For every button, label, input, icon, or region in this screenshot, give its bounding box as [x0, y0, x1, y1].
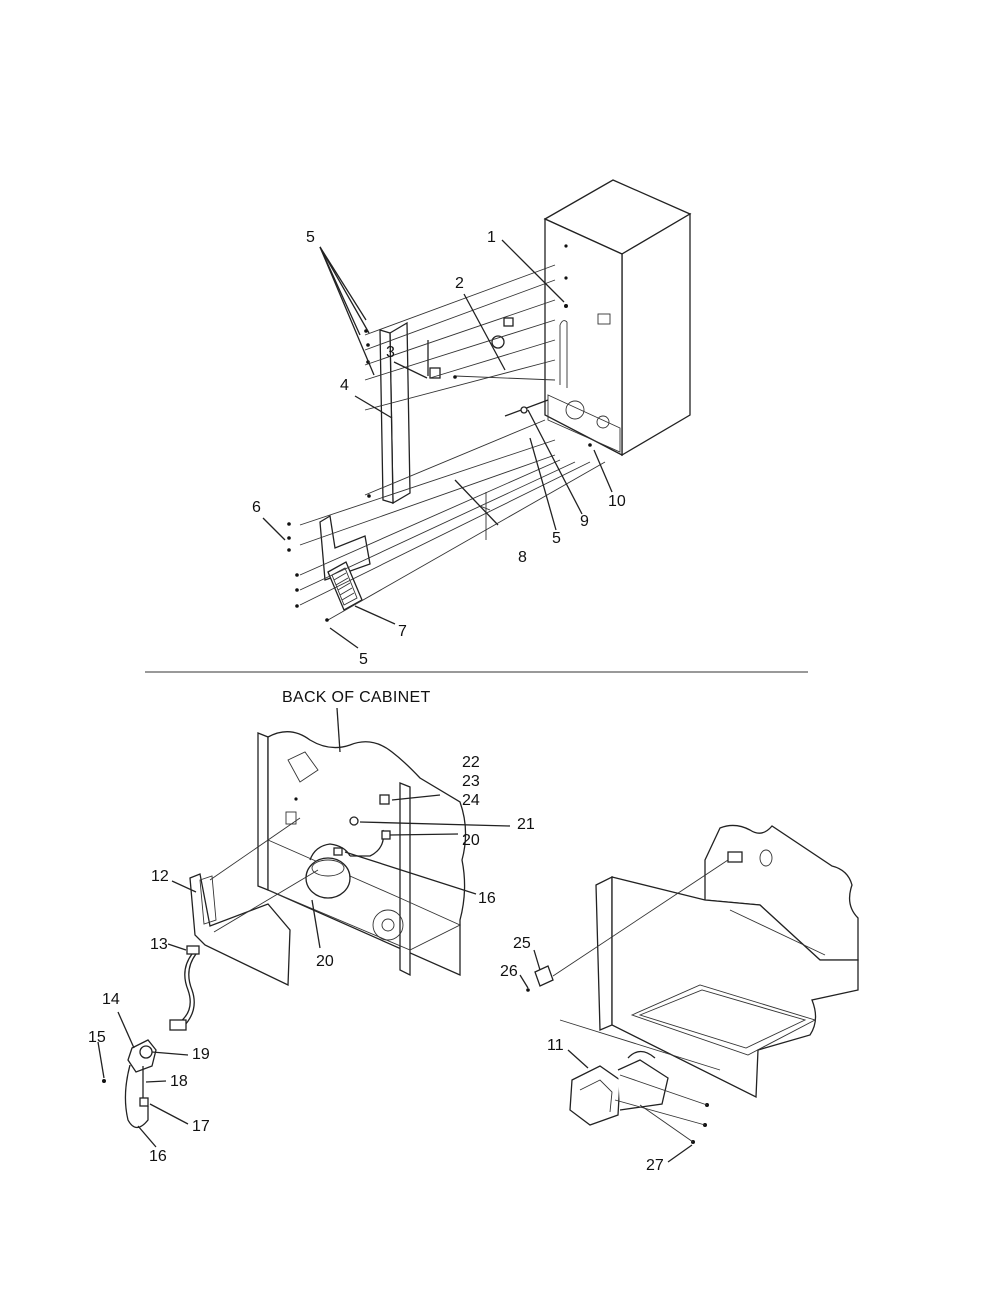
- bottom-left-leader-lines: [97, 707, 511, 1148]
- bottom-right-alignment-lines: [552, 859, 729, 1143]
- callout-15: 15: [88, 1029, 106, 1046]
- top-alignment-lines: [299, 264, 606, 621]
- callout-6: 6: [252, 499, 261, 516]
- part-25-cover: [526, 965, 554, 992]
- callout-12: 12: [151, 868, 169, 885]
- callout-24: 24: [462, 792, 480, 809]
- part-11-ice-maker: [569, 1050, 709, 1144]
- freezer-compartment-view: [595, 824, 859, 1099]
- back-of-cabinet-caption: BACK OF CABINET: [282, 689, 431, 706]
- callout-18: 18: [170, 1073, 188, 1090]
- back-of-cabinet-view: [257, 731, 467, 977]
- part-3-bracket: [427, 340, 441, 379]
- top-screws: [287, 329, 592, 622]
- callout-5-bottom: 5: [359, 651, 368, 668]
- callout-17: 17: [192, 1118, 210, 1135]
- callout-4: 4: [340, 377, 349, 394]
- bottom-left-alignment-lines: [209, 817, 319, 933]
- callout-16-upper: 16: [478, 890, 496, 907]
- callout-19: 19: [192, 1046, 210, 1063]
- callout-8: 8: [518, 549, 527, 566]
- callout-5-top: 5: [306, 229, 315, 246]
- callout-7: 7: [398, 623, 407, 640]
- callout-21: 21: [517, 816, 535, 833]
- callout-11: 11: [547, 1037, 564, 1054]
- callout-10: 10: [608, 493, 626, 510]
- callout-1: 1: [487, 229, 496, 246]
- callout-20-upper: 20: [462, 832, 480, 849]
- callout-26: 26: [500, 963, 518, 980]
- callout-25: 25: [513, 935, 531, 952]
- callout-22: 22: [462, 754, 480, 771]
- callout-14: 14: [102, 991, 120, 1008]
- top-leader-lines: [262, 239, 613, 649]
- callout-9: 9: [580, 513, 589, 530]
- bottom-right-leader-lines: [519, 949, 693, 1163]
- callout-3: 3: [386, 344, 395, 361]
- callout-2: 2: [455, 275, 464, 292]
- callout-13: 13: [150, 936, 168, 953]
- part-2-bracket: [491, 317, 514, 349]
- part-12-access-panel: [189, 873, 291, 987]
- callout-20-lower: 20: [316, 953, 334, 970]
- callout-23: 23: [462, 773, 480, 790]
- part-7-grille: [327, 561, 363, 611]
- callout-27: 27: [646, 1157, 664, 1174]
- part-9-rod: [504, 399, 549, 417]
- refrigerator-cabinet: [543, 179, 692, 457]
- callout-16-lower: 16: [149, 1148, 167, 1165]
- part-13-19-water-valve-assembly: [102, 945, 200, 1129]
- part-6-bracket-plate: [319, 514, 371, 581]
- callout-5-mid: 5: [552, 530, 561, 547]
